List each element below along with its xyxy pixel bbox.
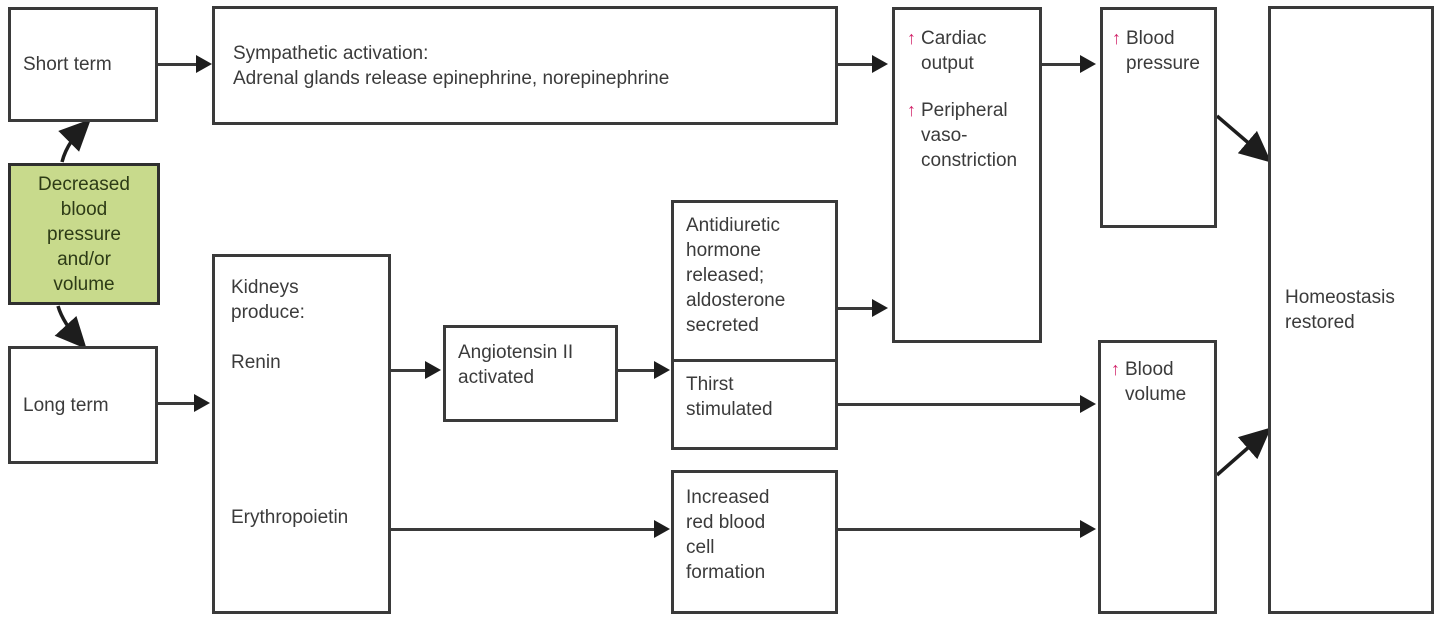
connector-trigger-longterm: [54, 305, 87, 350]
node-cardiac-output[interactable]: ↑ Cardiac output ↑ Peripheral vaso- cons…: [892, 7, 1042, 343]
node-adh-thirst-group: Antidiuretic hormone released; aldostero…: [671, 200, 838, 450]
node-blood-pressure-wrap: ↑ Blood pressure: [1103, 10, 1214, 76]
node-angiotensin-label: Angiotensin II activated: [458, 342, 574, 388]
increase-arrow-icon: ↑: [907, 28, 916, 48]
connector-rbc-bloodvolume: [838, 528, 1086, 531]
connector-shortterm-sympathetic: [158, 63, 198, 66]
node-kidneys-item-renin: Renin: [231, 352, 281, 373]
arrowhead-thirst-bloodvolume: [1080, 395, 1096, 413]
arrowhead-erythropoietin-rbc: [654, 520, 670, 538]
connector-longterm-kidneys: [158, 402, 196, 405]
connector-adh-cardiac: [838, 307, 876, 310]
node-decreased-blood-pressure-label: Decreased blood pressure and/or volume: [38, 173, 130, 295]
increase-arrow-icon: ↑: [1111, 359, 1120, 379]
node-long-term[interactable]: Long term: [8, 346, 158, 464]
increase-arrow-icon: ↑: [1112, 28, 1121, 48]
increase-arrow-icon: ↑: [907, 100, 916, 120]
arrowhead-renin-angiotensin: [425, 361, 441, 379]
node-adh-label: Antidiuretic hormone released; aldostero…: [686, 215, 786, 336]
arrowhead-longterm-kidneys: [194, 394, 210, 412]
node-blood-pressure-label: Blood pressure: [1126, 28, 1200, 74]
node-sympathetic-activation[interactable]: Sympathetic activation: Adrenal glands r…: [212, 6, 838, 125]
node-homeostasis-restored-label: Homeostasis restored: [1285, 287, 1395, 333]
connector-angiotensin-adh: [618, 369, 656, 372]
node-angiotensin[interactable]: Angiotensin II activated: [443, 325, 618, 422]
node-cardiac-output-line1-wrap: ↑ Cardiac output: [895, 10, 1039, 76]
arrowhead-adh-cardiac: [872, 299, 888, 317]
node-blood-volume-wrap: ↑ Blood volume: [1101, 343, 1214, 407]
node-long-term-label: Long term: [23, 394, 109, 416]
node-thirst[interactable]: Thirst stimulated: [674, 359, 835, 447]
connector-renin-angiotensin: [391, 369, 427, 372]
arrowhead-sympathetic-cardiac: [872, 55, 888, 73]
connector-sympathetic-cardiac: [838, 63, 876, 66]
node-kidneys-header: Kidneys produce:: [231, 277, 305, 323]
connector-trigger-shortterm: [58, 119, 91, 163]
node-short-term[interactable]: Short term: [8, 7, 158, 122]
arrowhead-angiotensin-adh: [654, 361, 670, 379]
node-increased-rbc[interactable]: Increased red blood cell formation: [671, 470, 838, 614]
node-thirst-label: Thirst stimulated: [686, 374, 773, 420]
node-blood-volume[interactable]: ↑ Blood volume: [1098, 340, 1217, 614]
node-decreased-blood-pressure[interactable]: Decreased blood pressure and/or volume: [8, 163, 160, 305]
node-kidneys[interactable]: Kidneys produce: Renin Erythropoietin: [212, 254, 391, 614]
node-blood-volume-label: Blood volume: [1125, 359, 1187, 405]
arrowhead-rbc-bloodvolume: [1080, 520, 1096, 538]
node-peripheral-vasoconstriction-wrap: ↑ Peripheral vaso- constriction: [895, 76, 1039, 173]
node-sympathetic-activation-label: Sympathetic activation: Adrenal glands r…: [233, 42, 670, 89]
connector-cardiac-bloodpressure: [1042, 63, 1082, 66]
node-adh[interactable]: Antidiuretic hormone released; aldostero…: [674, 203, 835, 359]
arrowhead-cardiac-bloodpressure: [1080, 55, 1096, 73]
node-blood-pressure[interactable]: ↑ Blood pressure: [1100, 7, 1217, 228]
connector-bloodvolume-homeostasis: [1215, 427, 1272, 477]
connector-erythropoietin-rbc: [391, 528, 658, 531]
node-homeostasis-restored[interactable]: Homeostasis restored: [1268, 6, 1434, 614]
arrowhead-shortterm-sympathetic: [196, 55, 212, 73]
node-short-term-label: Short term: [23, 54, 112, 75]
connector-bloodpressure-homeostasis: [1215, 114, 1272, 163]
node-increased-rbc-label: Increased red blood cell formation: [686, 487, 770, 583]
connector-thirst-bloodvolume: [838, 403, 1086, 406]
node-cardiac-output-label: Cardiac output: [921, 28, 987, 74]
node-peripheral-vasoconstriction-label: Peripheral vaso- constriction: [921, 100, 1018, 171]
node-kidneys-item-erythropoietin: Erythropoietin: [231, 507, 349, 528]
